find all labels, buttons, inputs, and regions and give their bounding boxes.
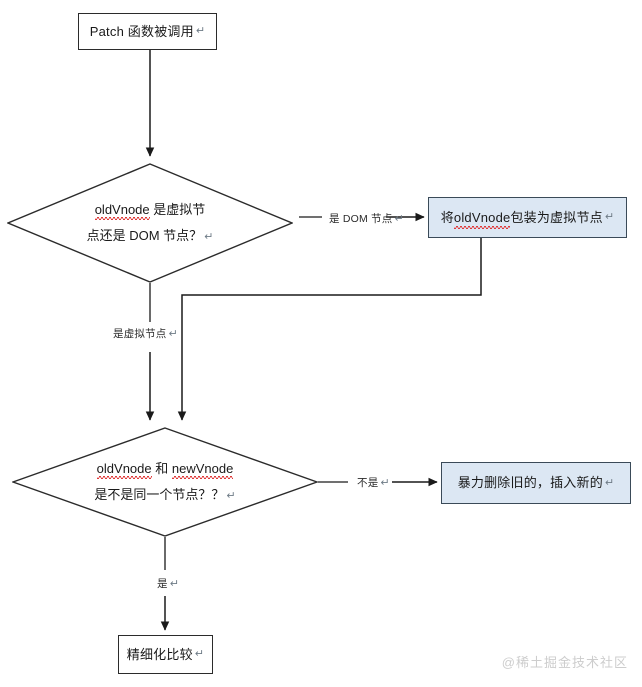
edge-label-not-same: 不是↵ [357, 475, 390, 490]
node-decision-two[interactable]: oldVnode 和 newVnode 是不是同一个节点？？↵ [12, 427, 318, 537]
edge-label-text: 是虚拟节点 [113, 328, 167, 340]
pilcrow-glyph: ↵ [604, 211, 615, 224]
decision-one-line2: 点还是 DOM 节点？ [86, 228, 203, 243]
pilcrow-glyph: ↵ [226, 490, 236, 502]
edge-label-is-virtual-node: 是虚拟节点↵ [113, 326, 178, 341]
node-start[interactable]: Patch 函数被调用↵ [78, 13, 217, 50]
node-fine-diff-label: 精细化比较 [126, 646, 193, 662]
edge-label-text: 是 DOM 节点 [329, 213, 393, 225]
edge-label-text: 是 [157, 578, 168, 590]
edge-label-same: 是↵ [157, 576, 179, 591]
diamond-outline [7, 163, 293, 283]
pilcrow-glyph: ↵ [380, 477, 390, 489]
decision-two-conjunction: 和 [151, 461, 172, 476]
pilcrow-glyph: ↵ [394, 213, 404, 225]
code-newvnode: newVnode [171, 461, 234, 476]
node-decision-one[interactable]: oldVnode 是虚拟节 点还是 DOM 节点？↵ [7, 163, 293, 283]
decision-one-line1-rest: 是虚拟节 [149, 202, 206, 217]
pilcrow-glyph: ↵ [195, 25, 206, 38]
edge-label-is-dom-node: 是 DOM 节点↵ [329, 211, 404, 226]
code-oldvnode: oldVnode [96, 461, 152, 476]
node-decision-two-label: oldVnode 和 newVnode 是不是同一个节点？？↵ [94, 456, 235, 508]
pilcrow-glyph: ↵ [194, 648, 205, 661]
node-start-label: Patch 函数被调用 [89, 23, 194, 39]
wrap-prefix: 将 [440, 209, 454, 225]
edge-label-text: 不是 [357, 477, 379, 489]
node-decision-one-label: oldVnode 是虚拟节 点还是 DOM 节点？↵ [87, 197, 214, 249]
pilcrow-glyph: ↵ [204, 231, 214, 243]
pilcrow-glyph: ↵ [168, 328, 178, 340]
decision-two-line2: 是不是同一个节点？？ [94, 487, 225, 502]
code-oldvnode: oldVnode [453, 209, 511, 229]
pilcrow-glyph: ↵ [604, 476, 615, 489]
watermark: @稀土掘金技术社区 [501, 655, 628, 670]
node-fine-diff[interactable]: 精细化比较↵ [118, 635, 213, 674]
pilcrow-glyph: ↵ [169, 578, 180, 590]
wrap-suffix: 包装为虚拟节点 [510, 209, 603, 225]
code-oldvnode: oldVnode [94, 202, 150, 217]
node-wrap-vnode[interactable]: 将 oldVnode 包装为虚拟节点↵ [428, 197, 627, 238]
diamond-outline [12, 427, 318, 537]
node-replace-node[interactable]: 暴力删除旧的，插入新的↵ [441, 462, 631, 504]
node-replace-label: 暴力删除旧的，插入新的 [457, 475, 603, 491]
